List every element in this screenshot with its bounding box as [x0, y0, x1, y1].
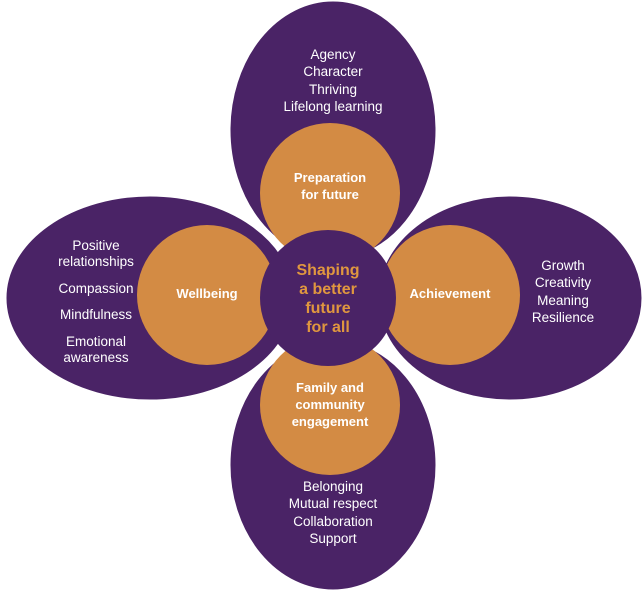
circle-right — [380, 225, 520, 365]
text-line: engagement — [291, 413, 369, 429]
circle-top — [260, 123, 400, 263]
text-line: Family and — [296, 380, 364, 395]
text-line: Mutual respect — [288, 496, 378, 512]
circle-right-label: Achievement — [395, 286, 505, 303]
text-line: Shaping — [296, 262, 360, 279]
text-line: relationships — [58, 254, 134, 270]
circle-left — [137, 225, 277, 365]
text-line: Compassion — [58, 280, 134, 296]
text-line: Agency — [310, 47, 356, 62]
text-line: Meaning — [537, 292, 589, 308]
text-line: Creativity — [534, 275, 592, 291]
text-line: Lifelong learning — [283, 98, 383, 114]
text-line: Emotional — [65, 333, 127, 349]
text-line: Collaboration — [293, 513, 373, 529]
text-line: awareness — [63, 350, 129, 366]
text-line: Belonging — [302, 479, 364, 494]
text-line: Achievement — [409, 286, 491, 301]
text-line: Resilience — [531, 309, 595, 325]
text-line: Growth — [541, 258, 585, 273]
text-line: community — [295, 396, 365, 412]
text-line: future — [305, 299, 351, 317]
circle-left-label: Wellbeing — [157, 286, 257, 303]
text-line: Positive — [72, 238, 120, 253]
text-line: Thriving — [308, 81, 357, 97]
text-line: Wellbeing — [176, 286, 238, 301]
text-line: for all — [306, 318, 350, 336]
text-line: for future — [301, 186, 359, 202]
text-line: a better — [299, 280, 357, 298]
text-line: Support — [309, 530, 357, 546]
text-line: Preparation — [293, 170, 367, 185]
text-line: Character — [303, 64, 363, 80]
circle-bottom — [260, 335, 400, 475]
center-circle — [260, 230, 396, 366]
text-line: Mindfulness — [59, 307, 133, 323]
